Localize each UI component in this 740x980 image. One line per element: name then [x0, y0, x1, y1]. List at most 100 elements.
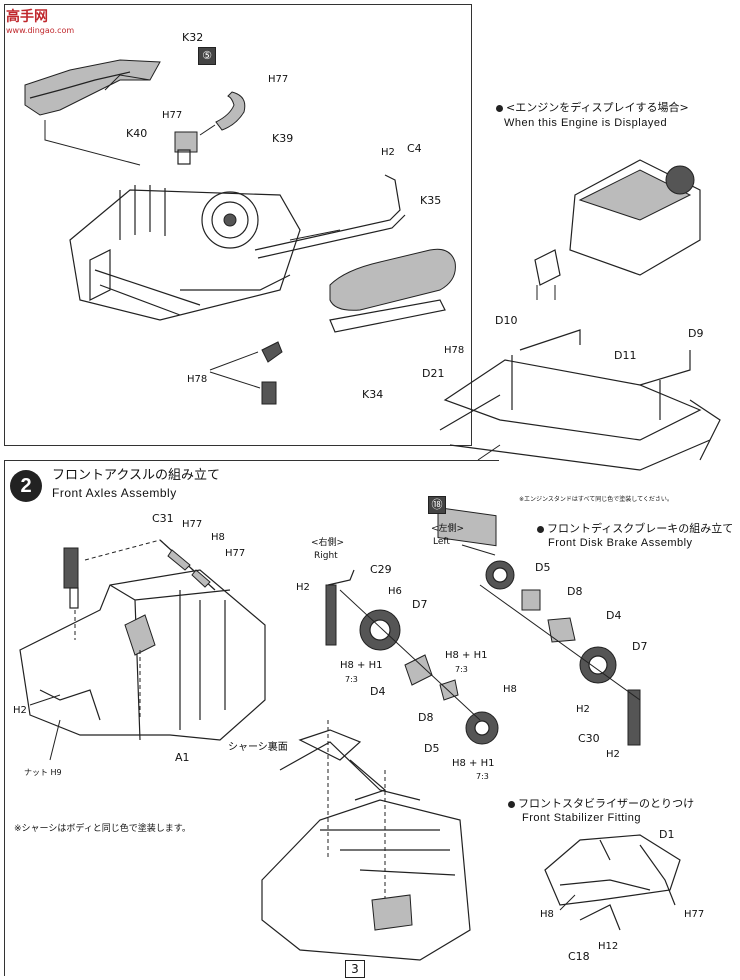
label-d11: D11: [614, 349, 637, 362]
hub-d4-right: [404, 654, 433, 686]
engine-fan: [201, 191, 259, 249]
step-number-badge: 2: [10, 470, 42, 502]
label-h78-a: H78: [444, 345, 465, 356]
exhaust-c4: [254, 174, 401, 251]
label-d7-left: D7: [632, 640, 648, 653]
label-a1: A1: [175, 751, 190, 764]
muffler-k35: [329, 248, 456, 311]
label-h2-a: H2: [381, 147, 395, 158]
label-c18: C18: [568, 950, 590, 963]
label-h2-s2: H2: [13, 705, 27, 716]
bullet-icon: [537, 525, 544, 533]
stand-plate: [437, 506, 497, 547]
hub-d4-left: [547, 617, 576, 643]
label-d5-left: D5: [535, 561, 551, 574]
bullet-icon: [496, 104, 503, 112]
label-h78-b: H78: [187, 374, 208, 385]
label-c29: C29: [370, 563, 392, 576]
label-d10: D10: [495, 314, 518, 327]
exhaust-tip-h78: [261, 341, 283, 363]
label-ratio-right: 7:3: [345, 675, 358, 684]
muffler-bracket-k34: [329, 299, 446, 333]
bearing-d8-left: [521, 589, 541, 611]
label-chassis-underside: シャーシ裏面: [228, 742, 288, 753]
label-h8h1-left-b: H8 + H1: [452, 758, 495, 769]
label-h6-right: H6: [388, 586, 402, 597]
label-h2-left-b: H2: [606, 749, 620, 760]
label-c4: C4: [407, 142, 422, 155]
label-h8-left: H8: [503, 684, 517, 695]
hub-lower: [371, 894, 413, 931]
engine-display-title-en: When this Engine is Displayed: [504, 117, 668, 129]
label-c30: C30: [578, 732, 600, 745]
label-c31: C31: [152, 512, 174, 525]
right-side-jp: <右側>: [311, 538, 345, 548]
chassis-paint-note: ※シャーシはボディと同じ色で塗装します。: [14, 824, 191, 834]
step2-panel: [4, 460, 499, 976]
stabilizer-title-en: Front Stabilizer Fitting: [522, 812, 641, 824]
label-h77-stab: H77: [684, 909, 705, 920]
site-watermark: 高手网 www.dingao.com: [6, 6, 74, 35]
bullet-icon: [508, 800, 515, 808]
label-d4-right: D4: [370, 685, 386, 698]
left-side-jp: <左側>: [431, 524, 465, 534]
disk-brake-title-en: Front Disk Brake Assembly: [548, 537, 693, 549]
label-h12: H12: [598, 941, 619, 952]
label-k32: K32: [182, 31, 204, 44]
strut-right-c29: [325, 584, 337, 646]
label-k34: K34: [362, 388, 384, 401]
display-engine: [569, 159, 701, 276]
label-d4-left: D4: [606, 609, 622, 622]
label-ratio-left-b: 7:3: [476, 772, 489, 781]
engine-display-title-jp: <エンジンをディスプレイする場合>: [496, 101, 689, 115]
label-h8h1-left: H8 + H1: [445, 650, 488, 661]
strut-left: [63, 547, 79, 589]
stabilizer-d1: [544, 834, 681, 906]
label-h8-stab: H8: [540, 909, 554, 920]
exhaust-tip-h78-b: [261, 381, 277, 405]
disk-brake-title-jp: フロントディスクブレーキの組み立て: [537, 522, 733, 536]
label-k35: K35: [420, 194, 442, 207]
label-d7-right: D7: [412, 598, 428, 611]
label-k39: K39: [272, 132, 294, 145]
label-h2-left: H2: [576, 704, 590, 715]
stabilizer-title-jp: フロントスタビライザーのとりつけ: [508, 797, 694, 811]
watermark-brand: 高手网: [6, 9, 48, 25]
paint-ref-18: ⑱: [428, 496, 446, 514]
label-h8h1-right: H8 + H1: [340, 660, 383, 671]
label-d8-right: D8: [418, 711, 434, 724]
watermark-url: www.dingao.com: [6, 26, 75, 35]
label-h77-s2-b: H77: [225, 548, 246, 559]
label-d1: D1: [659, 828, 675, 841]
label-h77-s2: H77: [182, 519, 203, 530]
exhaust-pipe-k32: [24, 59, 161, 116]
strut-left-c30: [627, 689, 641, 746]
chassis-a1: [19, 569, 266, 741]
fitting-k40: [174, 131, 198, 153]
label-nut-h9: ナット H9: [24, 768, 62, 777]
chassis-underside: [261, 799, 471, 961]
step2-title-en: Front Axles Assembly: [52, 486, 177, 500]
engine-block: [69, 189, 301, 321]
label-h77-b: H77: [162, 110, 183, 121]
left-side-en: Left: [433, 537, 450, 547]
label-k40: K40: [126, 127, 148, 140]
label-d9: D9: [688, 327, 704, 340]
hub-assembly: [124, 614, 156, 656]
hose-k39: [215, 91, 246, 131]
step1-panel: [4, 4, 472, 446]
label-h8-s2: H8: [211, 532, 225, 543]
label-h77-a: H77: [268, 74, 289, 85]
engine-stand-note: ※エンジンスタンドはすべて同じ色で塗装してください。: [519, 496, 673, 503]
step2-title-jp: フロントアクスルの組み立て: [52, 468, 220, 483]
label-h2-right: H2: [296, 582, 310, 593]
label-ratio-left: 7:3: [455, 665, 468, 674]
right-side-en: Right: [314, 551, 338, 561]
page-number: 3: [345, 960, 365, 978]
engine-stand-frame: [443, 359, 702, 441]
label-d21: D21: [422, 367, 445, 380]
paint-ref-5: ⑤: [198, 47, 216, 65]
label-d5-right: D5: [424, 742, 440, 755]
